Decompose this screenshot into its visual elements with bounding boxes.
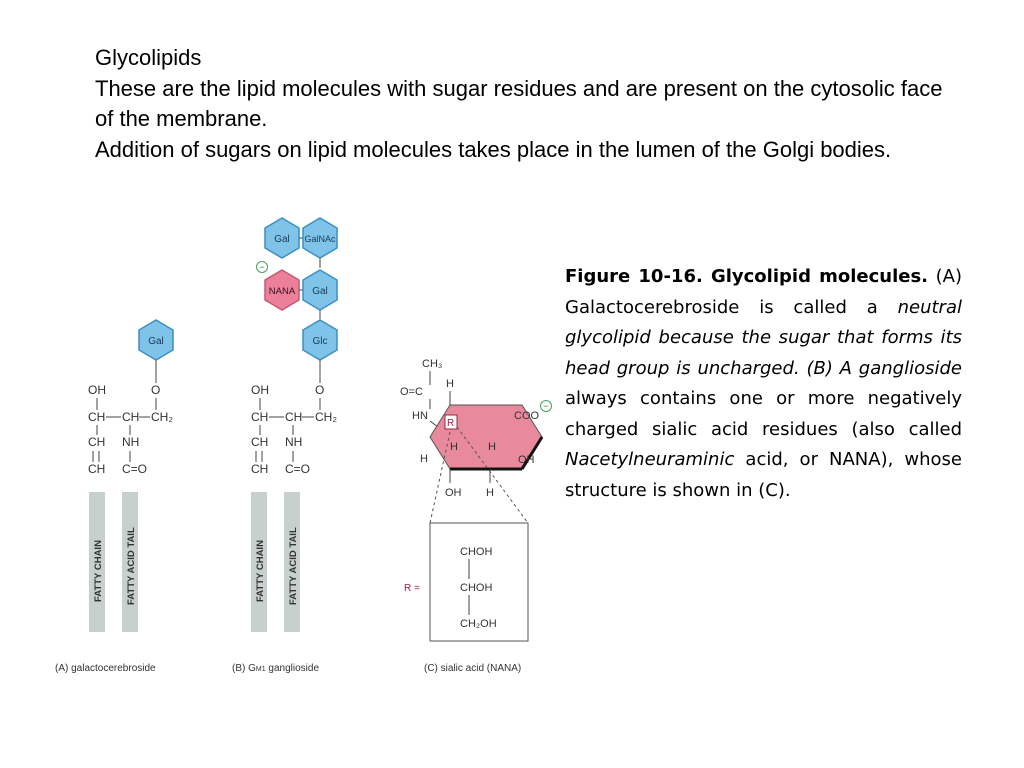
- c-eq-o-label: C=O: [285, 462, 310, 476]
- fatty-chain-bar: [89, 492, 105, 632]
- galnac-sugar: GalNAc: [302, 217, 338, 259]
- caption-italic-term: Nacetylneuraminic: [565, 449, 735, 470]
- fatty-chain-label: FATTY CHAIN: [255, 540, 266, 602]
- figure-caption: Figure 10-16. Glycolipid molecules. (A) …: [565, 262, 962, 506]
- sialic-acid-structure: CH₃ O=C HN R H COO − OH H H H OH H R = C…: [400, 358, 552, 642]
- choh-label: CHOH: [460, 582, 492, 594]
- oh-label: OH: [251, 383, 269, 397]
- ch2-label: CH₂: [151, 410, 173, 424]
- fatty-acid-tail-bar: [122, 492, 138, 632]
- ch-label: CH: [285, 410, 302, 424]
- nh-label: NH: [285, 435, 302, 449]
- r-label: R: [447, 418, 454, 429]
- nana-sugar: NANA: [264, 269, 300, 311]
- r-group-box: [444, 414, 458, 430]
- fatty-chain-label: FATTY CHAIN: [93, 540, 104, 602]
- o-label: O: [151, 383, 160, 397]
- gal-sugar-a: Gal: [138, 319, 174, 361]
- fatty-chain-bar: [251, 492, 267, 632]
- galactocerebroside-structure: Gal O OH CH CH CH₂ CH NH CH C=O FATTY CH…: [88, 319, 174, 632]
- h-label: H: [488, 441, 496, 453]
- ch2oh-label: CH₂OH: [460, 618, 497, 630]
- caption-text: always contains one or more negatively c…: [565, 388, 962, 440]
- h-label: H: [420, 453, 428, 465]
- oh-label: OH: [88, 383, 106, 397]
- panel-label-b: (B) GM1 ganglioside: [232, 663, 319, 674]
- r-group-detail-box: [429, 522, 529, 642]
- o-eq-c-label: O=C: [400, 386, 423, 398]
- gal-label: Gal: [274, 234, 290, 245]
- negative-charge-icon: [256, 261, 268, 273]
- caption-text: (A) Galactocerebroside is called a: [565, 266, 962, 318]
- fatty-acid-tail-bar: [284, 492, 300, 632]
- choh-label: CHOH: [460, 546, 492, 558]
- panel-label-a: (A) galactocerebroside: [55, 663, 156, 674]
- gal-sugar-b-mid: Gal: [302, 269, 338, 311]
- nana-label: NANA: [269, 286, 296, 297]
- neg-charge-symbol: −: [543, 401, 548, 411]
- neg-charge-symbol: −: [259, 262, 264, 272]
- panel-label-c: (C) sialic acid (NANA): [424, 663, 521, 674]
- galnac-label: GalNAc: [304, 234, 336, 244]
- fatty-acid-tail-label: FATTY ACID TAIL: [288, 527, 299, 605]
- glc-sugar: Glc: [302, 319, 338, 361]
- ch-label: CH: [251, 410, 268, 424]
- slide-paragraph-2: Addition of sugars on lipid molecules ta…: [95, 136, 892, 162]
- ch-label: CH: [88, 435, 105, 449]
- o-label: O: [315, 383, 324, 397]
- ch2-label: CH₂: [315, 410, 337, 424]
- caption-figure-label: Figure 10-16. Glycolipid molecules.: [565, 266, 929, 287]
- slide-paragraph-1: These are the lipid molecules with sugar…: [95, 75, 943, 132]
- ch-label: CH: [251, 435, 268, 449]
- hn-label: HN: [412, 410, 428, 422]
- oh-label: OH: [445, 487, 462, 499]
- gal-label: Gal: [148, 336, 164, 347]
- h-label: H: [450, 441, 458, 453]
- glycolipid-figure: Gal O OH CH CH CH₂ CH NH CH C=O FATTY CH…: [55, 217, 552, 674]
- coo-label: COO: [514, 410, 540, 422]
- glc-label: Glc: [313, 336, 328, 347]
- h-label: H: [446, 378, 454, 390]
- negative-charge-icon: [540, 400, 552, 412]
- slide-title: Glycolipids: [95, 45, 202, 70]
- nh-label: NH: [122, 435, 139, 449]
- caption-text: acid, or NANA), whose structure is shown…: [565, 449, 962, 501]
- ch-label: CH: [251, 462, 268, 476]
- slide-text: Glycolipids These are the lipid molecule…: [95, 43, 955, 165]
- caption-italic-text: neutral glycolipid because the sugar tha…: [565, 296, 962, 379]
- c-eq-o-label: C=O: [122, 462, 147, 476]
- oh-label: OH: [518, 454, 535, 466]
- fatty-acid-tail-label: FATTY ACID TAIL: [126, 527, 137, 605]
- gal-label: Gal: [312, 286, 328, 297]
- gal-sugar-b-top: Gal: [264, 217, 300, 259]
- h-label: H: [486, 487, 494, 499]
- r-eq-label: R =: [404, 583, 420, 594]
- ch-label: CH: [122, 410, 139, 424]
- ch-label: CH: [88, 462, 105, 476]
- ganglioside-structure: Gal GalNAc NANA − Gal Glc O OH CH CH: [251, 217, 338, 632]
- ch-label: CH: [88, 410, 105, 424]
- ch3-label: CH₃: [422, 358, 442, 370]
